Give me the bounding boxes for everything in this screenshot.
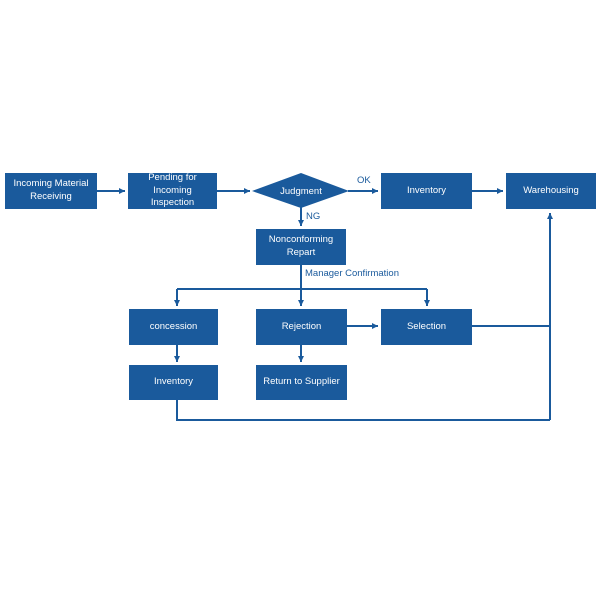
inventory-bottom-label: Inventory <box>153 376 194 388</box>
incoming-material-receiving-line-1: Incoming Material <box>13 178 89 190</box>
edge-inventory-bottom-to-trunk <box>176 400 550 421</box>
warehousing-label: Warehousing <box>523 184 579 196</box>
pending-inspection-line-2: Incoming Inspection <box>150 184 195 209</box>
judgment-diamond <box>252 173 349 208</box>
concession-label: concession <box>149 320 198 332</box>
nonconforming-report-line-2: Repart <box>286 247 316 258</box>
return-to-supplier-label: Return to Supplier <box>263 376 340 388</box>
ok-label: OK <box>357 175 371 186</box>
ng-label: NG <box>306 211 321 222</box>
judgment-label: Judgment <box>280 185 322 197</box>
pending-inspection-line-1: Pending for <box>148 171 197 183</box>
rejection-node: Rejection <box>256 309 347 345</box>
inventory-top-label: Inventory <box>406 184 447 196</box>
concession-node: concession <box>129 309 218 345</box>
inventory-top-node: Inventory <box>381 173 472 209</box>
incoming-material-receiving-node: Incoming Material Receiving <box>5 173 97 209</box>
incoming-material-receiving-line-2: Receiving <box>30 191 72 202</box>
selection-label: Selection <box>406 320 447 332</box>
nonconforming-report-node: Nonconforming Repart <box>256 229 346 265</box>
return-to-supplier-node: Return to Supplier <box>256 365 347 400</box>
pending-inspection-node: Pending for Incoming Inspection <box>128 171 217 209</box>
warehousing-node: Warehousing <box>506 173 596 209</box>
nonconforming-report-line-1: Nonconforming <box>268 234 334 246</box>
rejection-label: Rejection <box>281 320 322 332</box>
inventory-bottom-node: Inventory <box>129 365 218 400</box>
selection-node: Selection <box>381 309 472 345</box>
manager-confirmation-label: Manager Confirmation <box>305 268 399 279</box>
